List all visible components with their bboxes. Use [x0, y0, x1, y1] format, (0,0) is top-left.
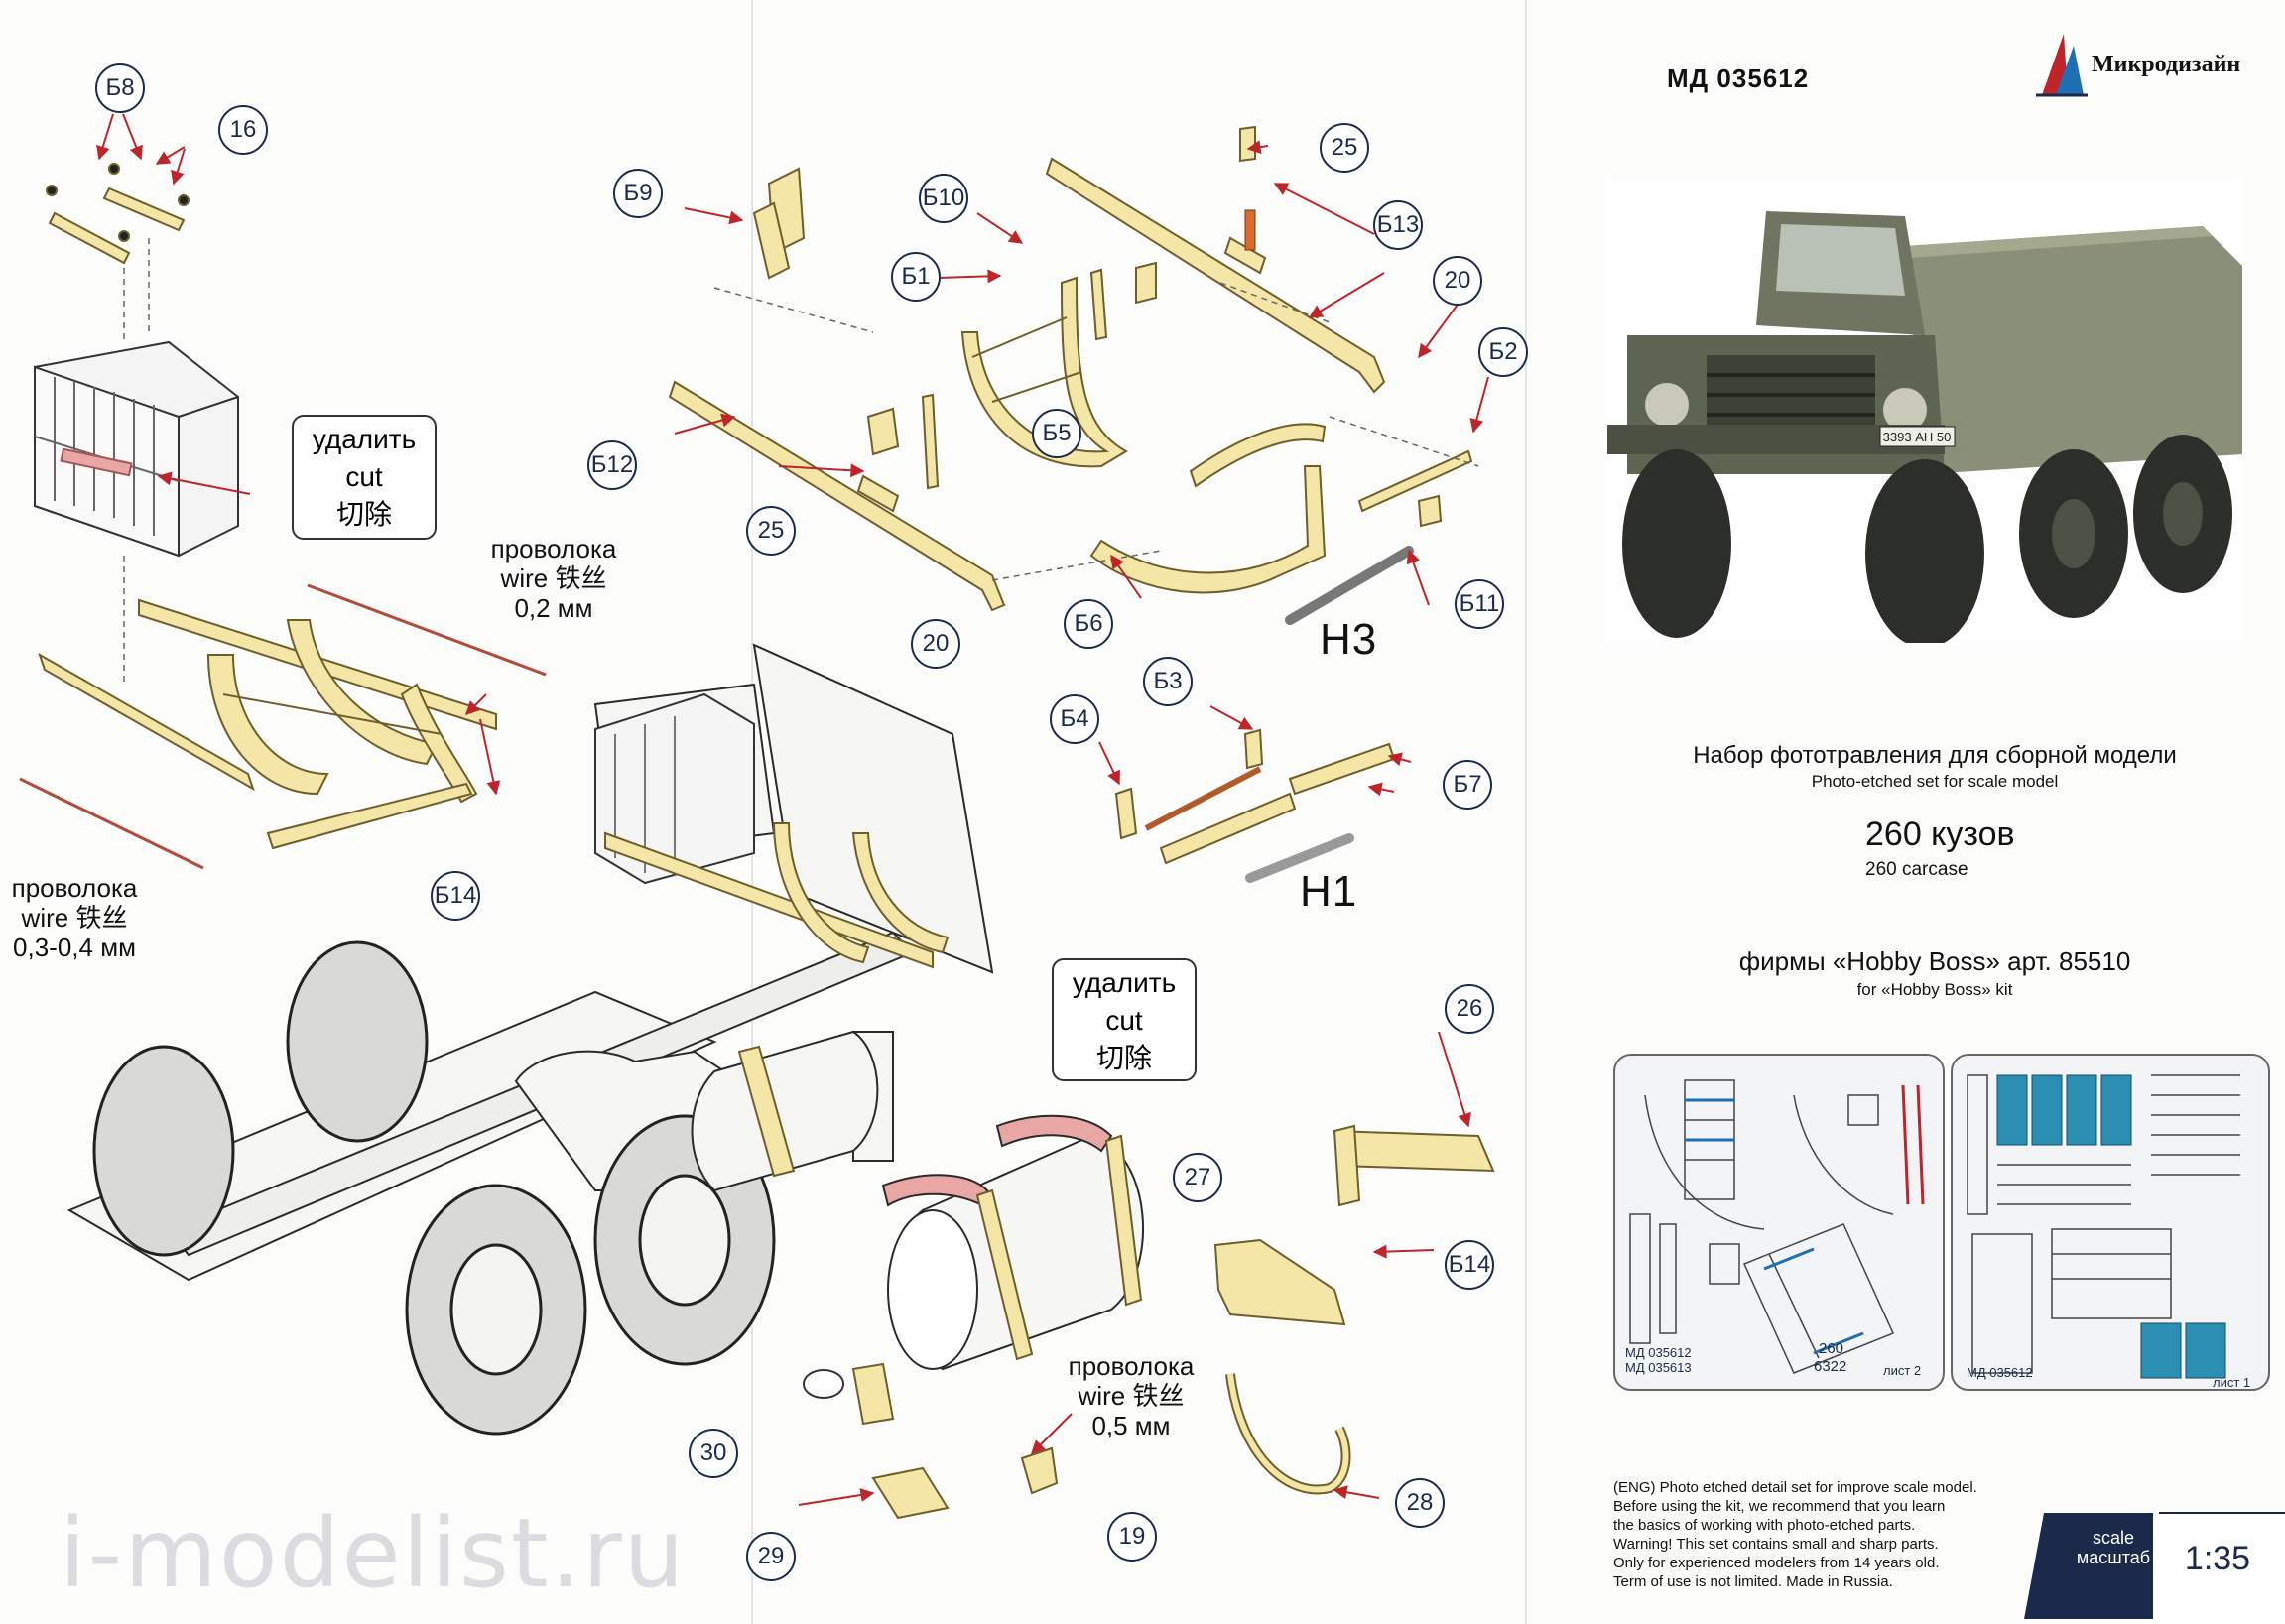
brand-name: Микродизайн [2092, 52, 2241, 77]
fret-sheet-1-drawing [1967, 1074, 2240, 1379]
fold-line [1525, 0, 1527, 1624]
cut-label-ru: удалить [312, 424, 417, 454]
callout-25: 25 [1320, 123, 1369, 173]
wire-034 [19, 777, 204, 870]
parts-h1 [1114, 728, 1396, 865]
wire-note-02: проволока wire 铁丝 0,2 мм [490, 534, 617, 623]
part-b9 [752, 167, 806, 280]
product-code: МД 035612 [1667, 63, 1810, 93]
frame-rails-left [38, 598, 497, 850]
callout-b7: Б7 [1443, 760, 1492, 810]
wheel [92, 940, 776, 1436]
fret-number: 260 [1819, 1340, 1844, 1357]
rod-b3 [1144, 766, 1262, 831]
callout-b14: Б14 [431, 871, 480, 921]
fret-sheet-label: лист 1 [2213, 1375, 2251, 1390]
cut-label-ru: удалить [1072, 967, 1177, 998]
rods-h3 [1285, 546, 1414, 625]
fret-code: МД 035613 [1625, 1360, 1692, 1375]
callout-b13: Б13 [1373, 200, 1423, 250]
marker-h1: Н1 [1300, 867, 1358, 916]
watermark: i-modelist.ru [60, 1498, 687, 1609]
fret-sheet-2: МД 035612 МД 035613 260 6322 лист 2 [1613, 1054, 1945, 1391]
callout-b12: Б12 [587, 440, 637, 490]
scale-label: scale масштаб [2076, 1528, 2151, 1567]
bracket-b8 [46, 163, 190, 265]
callout-20: 20 [911, 619, 960, 669]
fret-sheet-2-drawing [1629, 1079, 1925, 1374]
fret-number: 6322 [1814, 1358, 1847, 1375]
scale-value: 1:35 [2184, 1540, 2251, 1577]
callout-b6: Б6 [1064, 599, 1113, 649]
wire-note-05: проволока wire 铁丝 0,5 мм [1068, 1351, 1195, 1440]
cut-label-zh: 切除 [335, 499, 392, 530]
callout-b14: Б14 [1445, 1240, 1494, 1290]
plate-text: 3393 АН 50 [1883, 430, 1952, 444]
product-title-ru: Набор фототравления для сборной модели [1693, 742, 2177, 769]
wire-02 [307, 583, 547, 677]
frame-b6 [1089, 423, 1473, 594]
wire-note-034: проволока wire 铁丝 0,3-0,4 мм [11, 873, 138, 962]
callout-16: 16 [218, 105, 268, 155]
brand-logo-icon [2036, 34, 2088, 97]
pin-25 [1244, 209, 1256, 251]
callout-29: 29 [746, 1532, 796, 1581]
parts-29-30 [851, 1362, 1059, 1520]
callout-19: 19 [1107, 1512, 1157, 1562]
callout-25: 25 [746, 506, 796, 556]
callout-b3: Б3 [1143, 657, 1193, 706]
cut-label-en: cut [1105, 1005, 1143, 1036]
callout-b9: Б9 [613, 169, 663, 218]
callout-27: 27 [1173, 1153, 1222, 1202]
rail-b13 [1045, 157, 1386, 394]
cut-label: удалить cut 切除 [292, 415, 437, 540]
callout-b10: Б10 [919, 174, 968, 223]
frame-b5 [921, 268, 1128, 490]
kit-ru: фирмы «Hobby Boss» арт. 85510 [1738, 946, 2131, 976]
callout-b11: Б11 [1455, 579, 1504, 629]
marker-h3: Н3 [1320, 615, 1378, 664]
battery-box [34, 340, 239, 558]
callout-b4: Б4 [1050, 694, 1099, 744]
model-ru: 260 кузов [1865, 815, 2015, 853]
rod-h1 [1245, 833, 1354, 883]
callout-b5: Б5 [1032, 409, 1081, 458]
callout-b2: Б2 [1478, 327, 1528, 377]
callout-28: 28 [1395, 1478, 1445, 1528]
callout-30: 30 [689, 1429, 738, 1478]
fret-code: МД 035612 [1967, 1365, 2033, 1380]
model-en: 260 carcase [1865, 859, 1968, 880]
bracket-27 [1213, 1124, 1495, 1326]
tank [691, 1030, 879, 1192]
cut-label-en: cut [345, 461, 383, 492]
callout-b8: Б8 [95, 63, 145, 113]
fret-sheet-label: лист 2 [1883, 1363, 1922, 1378]
callout-b1: Б1 [891, 252, 941, 302]
installed-frames [604, 822, 950, 969]
fret-code: МД 035612 [1625, 1345, 1692, 1360]
english-note: (ENG) Photo etched detail set for improv… [1613, 1479, 1977, 1590]
callout-26: 26 [1445, 984, 1494, 1034]
rail-b12 [668, 380, 1006, 612]
truck-photo: 3393 АН 50 [1607, 177, 2242, 643]
scale-badge [2024, 1513, 2153, 1619]
cut-label-zh: 切除 [1095, 1043, 1152, 1073]
callout-20: 20 [1433, 256, 1482, 306]
fret-sheet-1: МД 035612 лист 1 [1951, 1054, 2270, 1391]
fuel-tank [881, 1114, 1145, 1371]
cut-label: удалить cut 切除 [1052, 958, 1197, 1081]
product-title-en: Photo-etched set for scale model [1811, 772, 2059, 791]
kit-en: for «Hobby Boss» kit [1856, 980, 2013, 999]
mounted-battery-box [594, 692, 755, 885]
